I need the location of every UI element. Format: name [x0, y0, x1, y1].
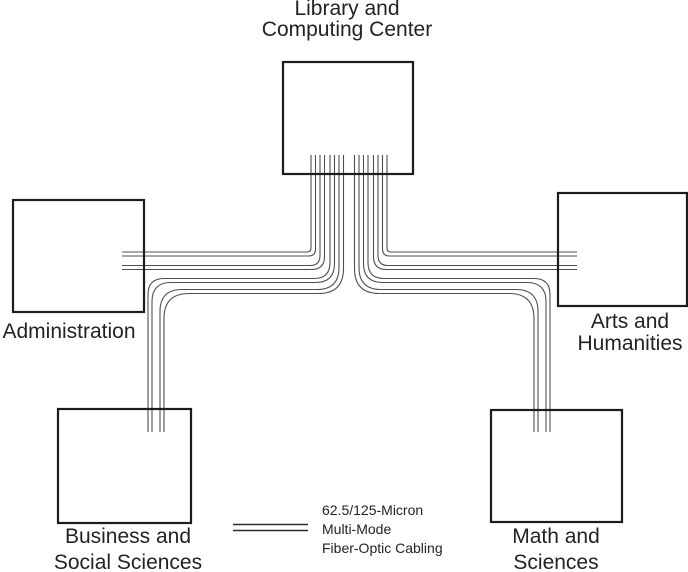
node-label-administration: Administration — [2, 321, 135, 342]
fiber-cable-line — [163, 155, 345, 432]
fiber-cable-line — [358, 155, 539, 432]
node-label-math-sciences: Math and Sciences — [512, 524, 600, 572]
fiber-cable-line — [122, 155, 312, 253]
node-label-line: Administration — [2, 320, 136, 343]
fiber-cable-line — [159, 155, 340, 432]
node-box-business — [56, 407, 193, 525]
node-box-math — [489, 408, 624, 524]
legend-caption-line: 62.5/125-Micron — [322, 502, 424, 518]
fiber-cable-line — [122, 155, 321, 267]
cable-library-arts — [372, 155, 577, 271]
node-label-arts-humanities: Arts and Humanities — [577, 311, 682, 355]
fiber-cable-line — [367, 155, 551, 432]
cable-library-administration — [122, 155, 326, 271]
fiber-cable-line — [151, 155, 336, 432]
fiber-cable-line — [386, 155, 577, 253]
fiber-cable-line — [381, 155, 577, 257]
fiber-cable-line — [122, 155, 326, 271]
legend-sample-line — [233, 523, 308, 532]
legend-caption-line: Fiber-Optic Cabling — [322, 540, 443, 556]
node-label-library: Library and Computing Center — [262, 0, 432, 40]
node-box-arts — [556, 191, 688, 308]
legend-caption-line: Multi-Mode — [322, 521, 392, 537]
fiber-cable-line — [353, 155, 535, 432]
node-label-business-social-sciences: Business and Social Sciences — [54, 524, 202, 572]
node-label-line: Computing Center — [261, 18, 433, 41]
fiber-cable-line — [147, 155, 331, 432]
node-label-line: Arts and — [590, 310, 670, 333]
legend-caption: 62.5/125-Micron Multi-Mode Fiber-Optic C… — [322, 501, 443, 558]
fiber-cable-line — [362, 155, 547, 432]
node-label-line: Math and — [512, 525, 600, 548]
fiber-cable-line — [122, 155, 317, 257]
node-box-administration — [11, 198, 146, 314]
node-box-library — [281, 60, 415, 176]
fiber-cable-line — [372, 155, 577, 271]
cable-library-math — [353, 155, 551, 432]
node-label-line: Social Sciences — [53, 551, 203, 572]
node-label-line: Humanities — [577, 332, 683, 355]
node-label-line: Sciences — [513, 551, 599, 572]
cable-library-business — [147, 155, 345, 432]
node-label-line: Business and — [64, 525, 192, 548]
fiber-cable-line — [377, 155, 577, 267]
node-label-line: Library and — [294, 0, 400, 20]
